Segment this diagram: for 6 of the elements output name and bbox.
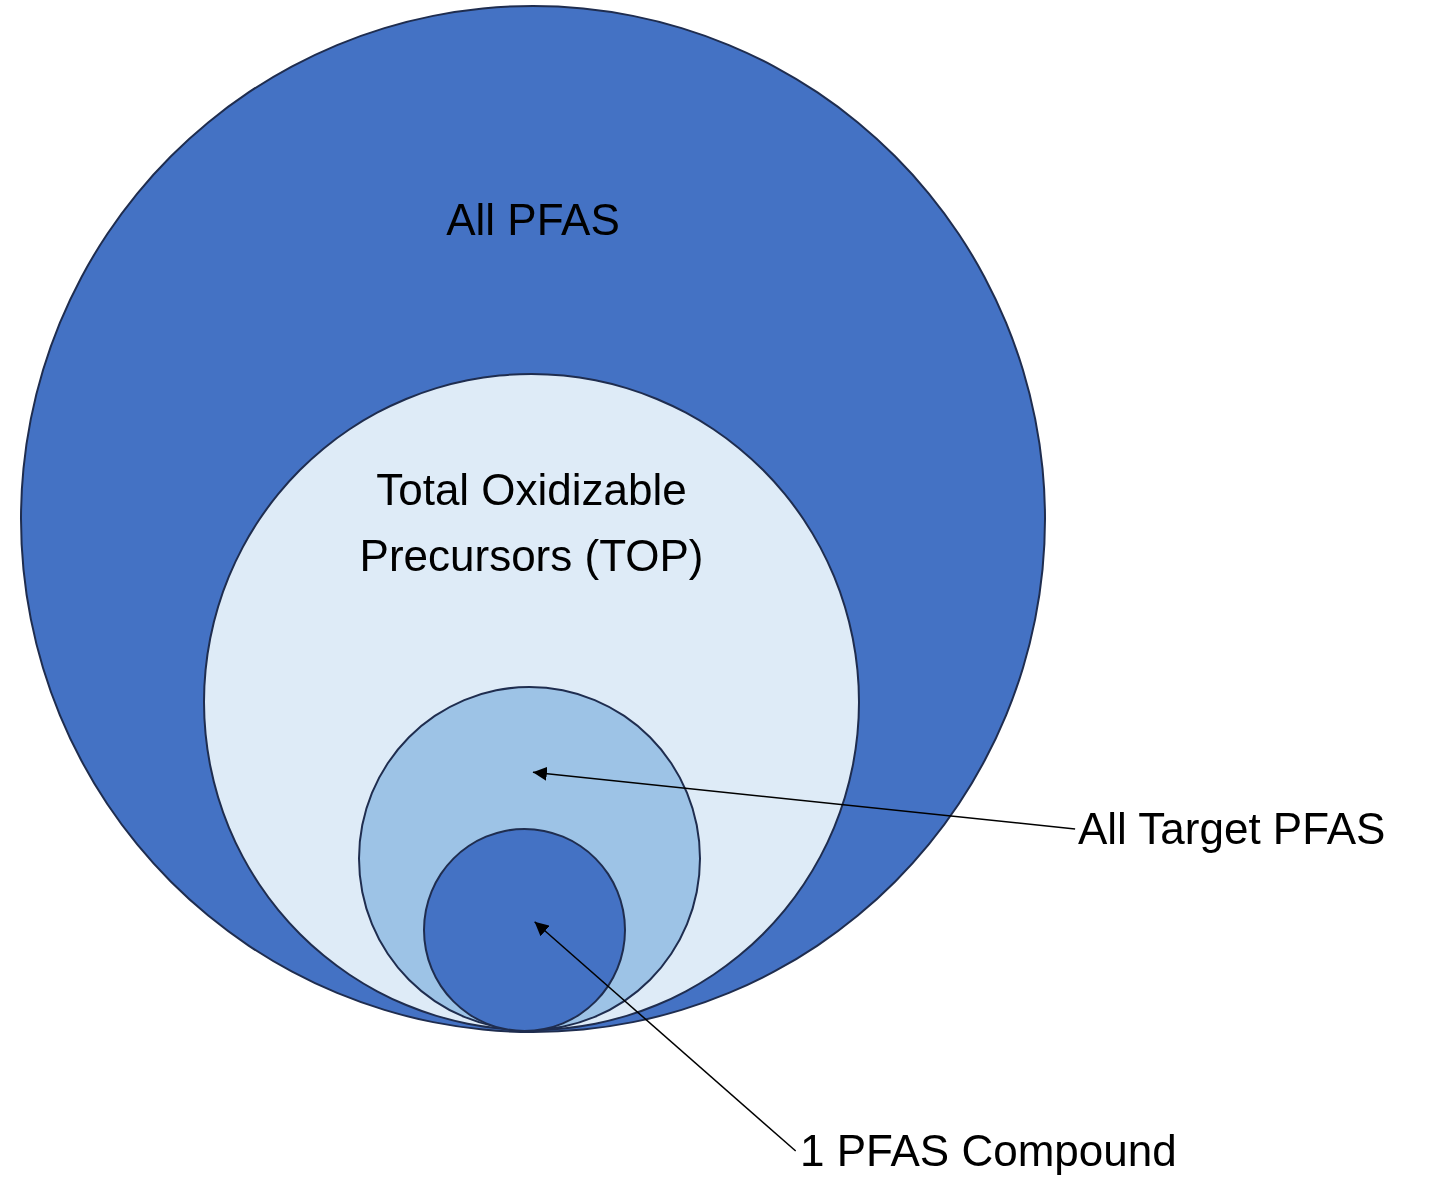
callout-text: 1 PFAS Compound xyxy=(800,1125,1177,1177)
circle-label: All PFAS xyxy=(445,194,621,246)
leader-line xyxy=(533,921,797,1152)
leader-line xyxy=(532,766,1076,830)
circle-label: Total Oxidizable Precursors (TOP) xyxy=(358,464,705,582)
callout-text: All Target PFAS xyxy=(1078,803,1386,855)
